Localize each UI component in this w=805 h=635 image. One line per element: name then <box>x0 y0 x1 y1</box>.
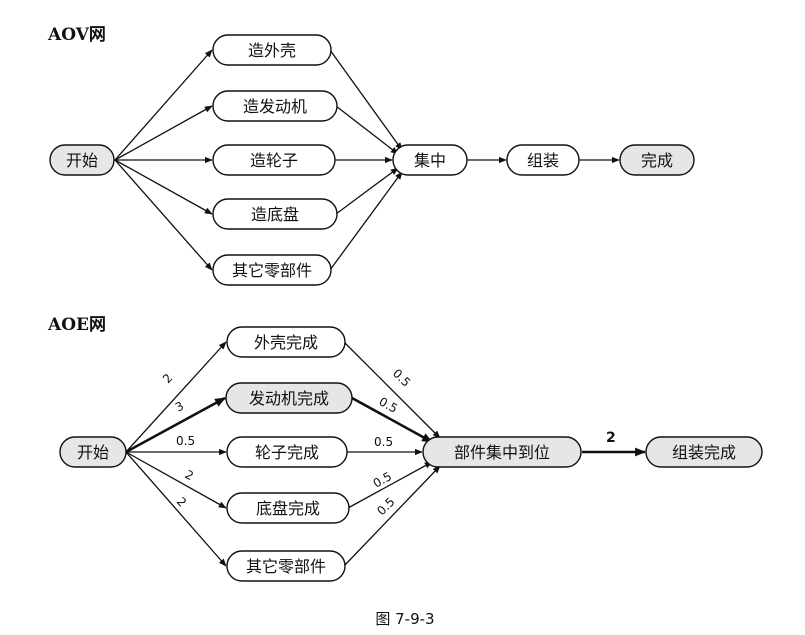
aov-node-gather-label: 集中 <box>414 151 446 170</box>
aoe-edge-start-shell <box>125 341 227 453</box>
weight-start-other: 2 <box>174 494 189 509</box>
aov-node-assemble-label: 组装 <box>527 151 559 170</box>
aov-edge-engine-gather <box>335 105 399 155</box>
aoe-node-gather-label: 部件集中到位 <box>454 443 550 462</box>
weight-wheel-gather: 0.5 <box>374 435 393 449</box>
weight-start-engine: 3 <box>173 399 186 415</box>
aoe-edge-shell-gather <box>343 341 441 439</box>
aov-node-shell-label: 造外壳 <box>248 41 296 60</box>
aoe-node-chassis: 底盘完成 <box>226 492 350 524</box>
aoe-edge-start-other <box>125 451 227 567</box>
aov-node-done-label: 完成 <box>641 151 673 170</box>
aov-edge-shell-gather <box>329 49 403 151</box>
aov-node-engine-label: 造发动机 <box>243 97 307 116</box>
aoe-edge-other-gather <box>343 465 441 567</box>
aov-node-wheel-label: 造轮子 <box>250 151 298 170</box>
weight-start-wheel: 0.5 <box>176 434 195 448</box>
aoe-edge-start-engine <box>125 396 226 454</box>
aov-node-start: 开始 <box>49 144 115 176</box>
aov-edge-chassis-gather <box>335 167 399 215</box>
aoe-node-start: 开始 <box>59 436 127 468</box>
aov-node-shell: 造外壳 <box>212 34 332 66</box>
aov-node-other-label: 其它零部件 <box>232 261 312 280</box>
aov-edge-start-other <box>114 159 213 271</box>
aoe-title: AOE网 <box>47 315 106 335</box>
aoe-node-other: 其它零部件 <box>226 550 346 582</box>
aov-edge-start-engine <box>114 105 213 161</box>
aov-node-gather: 集中 <box>392 144 468 176</box>
aov-node-other: 其它零部件 <box>212 254 332 286</box>
aov-edge-start-shell <box>114 49 213 161</box>
weight-chassis-gather: 0.5 <box>371 469 394 491</box>
aov-node-done: 完成 <box>619 144 695 176</box>
weight-gather-assemble: 2 <box>606 430 616 446</box>
aoe-edge-chassis-gather <box>347 461 433 509</box>
aov-node-chassis-label: 造底盘 <box>251 205 299 224</box>
aoe-node-assemble: 组装完成 <box>645 436 763 468</box>
weight-shell-gather: 0.5 <box>390 366 413 389</box>
aoe-node-other-label: 其它零部件 <box>246 557 326 576</box>
aov-node-wheel: 造轮子 <box>212 144 336 176</box>
figure-caption: 图 7-9-3 <box>375 610 434 628</box>
aoe-node-wheel-label: 轮子完成 <box>255 443 319 462</box>
aoe-node-wheel: 轮子完成 <box>226 436 348 468</box>
aov-node-engine: 造发动机 <box>212 90 338 122</box>
aoe-node-shell-label: 外壳完成 <box>254 333 318 352</box>
aoe-node-engine: 发动机完成 <box>225 382 353 414</box>
aoe-node-engine-label: 发动机完成 <box>249 389 329 408</box>
aov-node-assemble: 组装 <box>506 144 580 176</box>
aoe-node-chassis-label: 底盘完成 <box>256 499 320 518</box>
aov-node-chassis: 造底盘 <box>212 198 338 230</box>
aov-edges <box>114 49 620 271</box>
aoe-edges <box>125 341 647 567</box>
aoe-edge-start-chassis <box>125 451 227 509</box>
aoe-node-shell: 外壳完成 <box>226 326 346 358</box>
aoe-node-start-label: 开始 <box>77 443 109 462</box>
aov-title: AOV网 <box>47 25 106 45</box>
weight-start-chassis: 2 <box>183 467 196 483</box>
aoe-edge-engine-gather <box>351 396 433 444</box>
aoe-node-assemble-label: 组装完成 <box>672 443 736 462</box>
aov-node-start-label: 开始 <box>66 151 98 170</box>
aoe-node-gather: 部件集中到位 <box>422 436 582 468</box>
aov-edge-other-gather <box>329 171 403 271</box>
weight-start-shell: 2 <box>160 371 175 386</box>
aov-edge-start-chassis <box>114 159 213 215</box>
